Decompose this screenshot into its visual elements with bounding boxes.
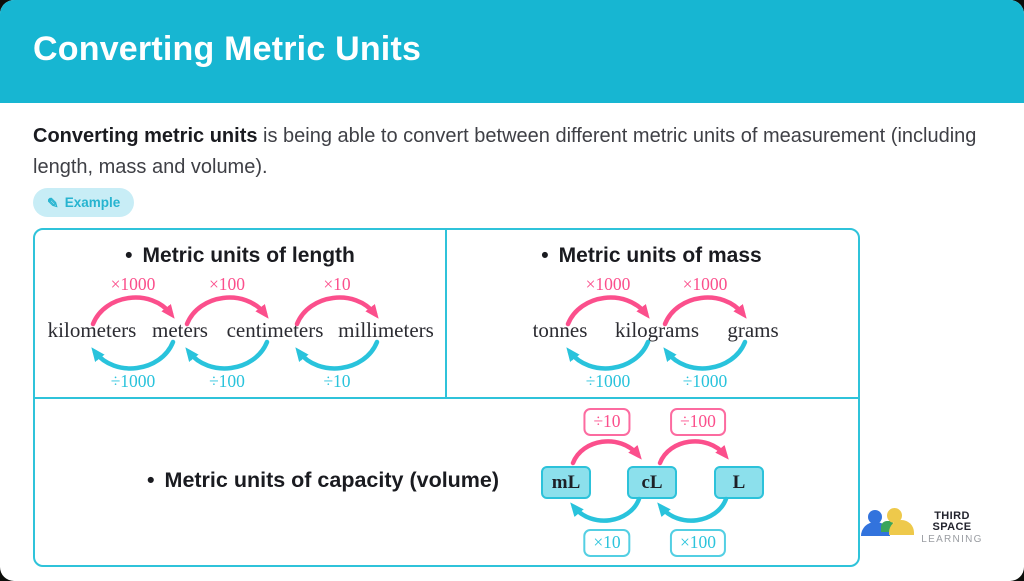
mass-unit: grams — [727, 318, 779, 342]
capacity-unit-box: mL — [541, 466, 591, 499]
length-unit: millimeters — [338, 318, 434, 342]
example-badge-label: Example — [64, 195, 121, 210]
divide-pill: ÷100 — [670, 408, 726, 436]
divide-label: ÷1000 — [110, 371, 156, 391]
logo-text: THIRD SPACE LEARNING — [914, 511, 990, 545]
left-arrow-arc — [566, 339, 651, 371]
multiply-label: ×10 — [323, 274, 351, 294]
vertical-divider — [445, 230, 447, 397]
left-arrow-arc — [570, 496, 642, 523]
intro-keyword: Converting metric units — [33, 125, 258, 147]
left-arrow-arc — [185, 339, 270, 371]
divide-label: ÷10 — [323, 371, 351, 391]
length-heading-text: Metric units of length — [142, 244, 355, 267]
divide-label: ÷1000 — [585, 371, 631, 391]
multiply-label: ×1000 — [682, 274, 728, 294]
length-unit: centimeters — [226, 318, 324, 342]
logo-name: THIRD SPACE — [932, 510, 972, 533]
right-arrow-arc — [662, 295, 747, 327]
logo-figure-yellow-body — [889, 520, 914, 535]
intro-paragraph: Converting metric units is being able to… — [33, 121, 983, 183]
divide-label: ÷1000 — [682, 371, 728, 391]
logo-figure-yellow-head — [887, 508, 902, 523]
capacity-section-heading: • Metric units of capacity (volume) — [147, 468, 499, 493]
right-arrow-arc — [184, 295, 269, 327]
multiply-pill: ×100 — [669, 529, 727, 557]
pencil-icon: ✎ — [47, 194, 59, 211]
right-arrow-arc — [570, 439, 642, 466]
mass-unit: tonnes — [532, 318, 588, 342]
multiply-pill: ×10 — [583, 529, 631, 557]
left-arrow-arc — [91, 339, 176, 371]
mass-unit: kilograms — [615, 318, 699, 342]
conversion-table: •Metric units of length kilometers meter… — [33, 228, 860, 567]
divide-label: ÷100 — [209, 371, 245, 391]
capacity-unit-box: L — [714, 466, 764, 499]
left-arrow-arc — [663, 339, 748, 371]
intro-text: is being able to convert between differe… — [33, 125, 977, 178]
example-badge[interactable]: ✎ Example — [33, 188, 135, 217]
bullet-glyph: • — [147, 468, 155, 492]
horizontal-divider — [35, 397, 858, 399]
mass-section-heading: • Metric units of mass — [447, 244, 856, 268]
page-title: Converting Metric Units — [33, 30, 422, 68]
left-arrow-arc — [657, 496, 729, 523]
logo-overlap-green — [881, 521, 893, 532]
length-section-heading: • Metric units of length — [35, 244, 445, 268]
right-arrow-arc — [90, 295, 175, 327]
capacity-heading-text: Metric units of capacity (volume) — [164, 468, 500, 492]
page-header: Converting Metric Units — [0, 0, 1024, 103]
logo-subname: LEARNING — [921, 534, 983, 545]
multiply-label: ×100 — [208, 274, 246, 294]
logo-figure-blue-head — [868, 510, 882, 524]
length-unit: meters — [152, 318, 208, 342]
multiply-label: ×1000 — [110, 274, 156, 294]
right-arrow-arc — [294, 295, 379, 327]
mass-heading-text: Metric units of mass — [558, 244, 762, 267]
right-arrow-arc — [565, 295, 650, 327]
bullet-glyph: • — [125, 244, 133, 267]
bullet-glyph: • — [541, 244, 549, 267]
third-space-learning-logo: THIRD SPACE LEARNING — [858, 500, 993, 545]
divide-pill: ÷10 — [583, 408, 631, 436]
right-arrow-arc — [657, 439, 729, 466]
left-arrow-arc — [295, 339, 380, 371]
multiply-label: ×1000 — [585, 274, 631, 294]
capacity-unit-box: cL — [627, 466, 677, 499]
